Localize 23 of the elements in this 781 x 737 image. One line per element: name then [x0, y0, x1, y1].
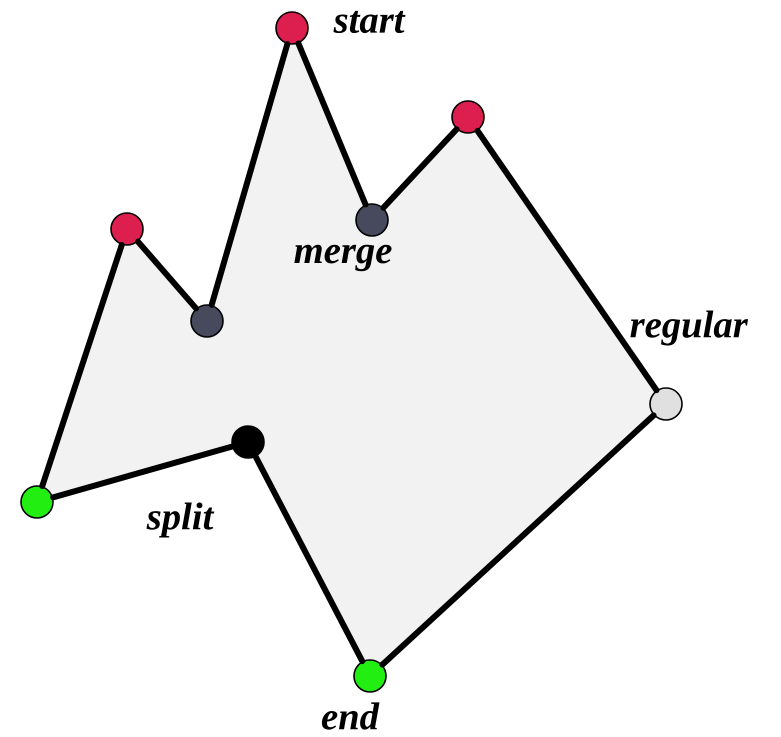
vertex-label: regular: [630, 310, 748, 346]
polygon-edge: [380, 126, 460, 211]
polygon-edge: [474, 128, 660, 394]
vertex-dot: [231, 425, 265, 459]
vertex-dot: [190, 304, 224, 338]
polygon-edge: [50, 444, 235, 500]
vertex-label: start: [333, 10, 406, 34]
vertex-label: split: [146, 502, 214, 538]
vertex-label: merge: [294, 244, 392, 272]
polygon-edge: [379, 412, 657, 668]
polygon-edge: [295, 40, 369, 208]
vertex-dot: [353, 659, 387, 693]
vertex-dot: [649, 387, 683, 421]
vertex-dot: [275, 11, 309, 45]
polygon-edge: [208, 41, 290, 308]
polygon-edge: [39, 242, 125, 490]
vertex-dot: [355, 203, 389, 237]
vertex-dot: [110, 212, 144, 246]
polygon-edge: [252, 454, 366, 664]
vertex-dot: [20, 485, 54, 519]
vertex-dot: [451, 100, 485, 134]
vertex-label: end: [322, 702, 380, 730]
polygon-edge: [135, 238, 199, 312]
